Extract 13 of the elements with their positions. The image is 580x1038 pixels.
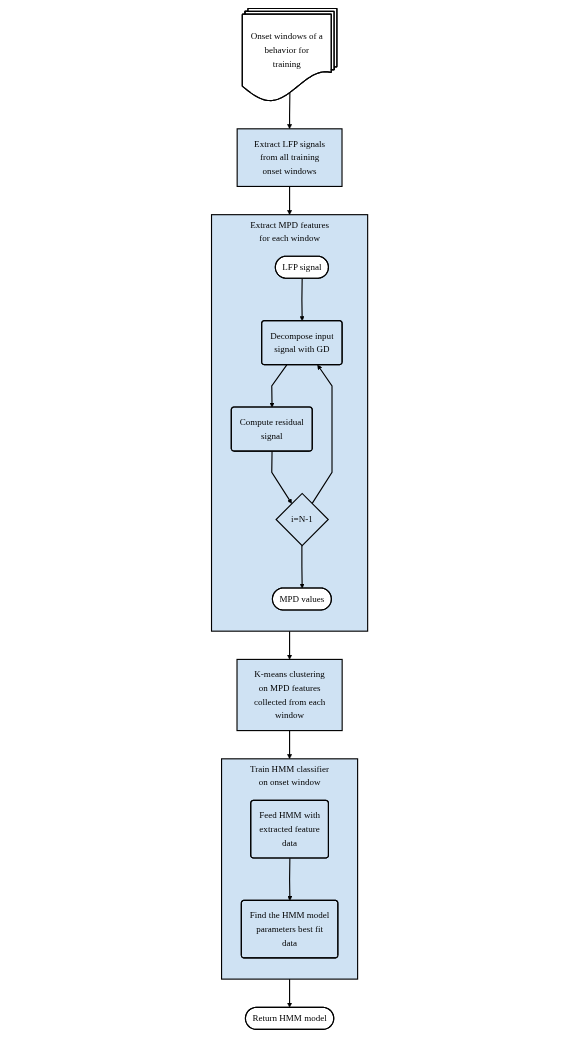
arrow (287, 730, 293, 760)
arrow (287, 185, 293, 215)
arrow (287, 630, 293, 660)
arrow (300, 278, 305, 322)
arrow (287, 978, 293, 1008)
node-box: K-means clustering on MPD features collected from each window (236, 658, 344, 732)
node-diamond: i=N-1 (275, 492, 330, 547)
arrow (300, 545, 305, 589)
arrow (269, 364, 288, 408)
arrow (271, 450, 293, 504)
arrow (287, 92, 293, 130)
arrow (287, 857, 293, 901)
node-box: Extract LFP signals from all training onset windows (237, 128, 343, 188)
